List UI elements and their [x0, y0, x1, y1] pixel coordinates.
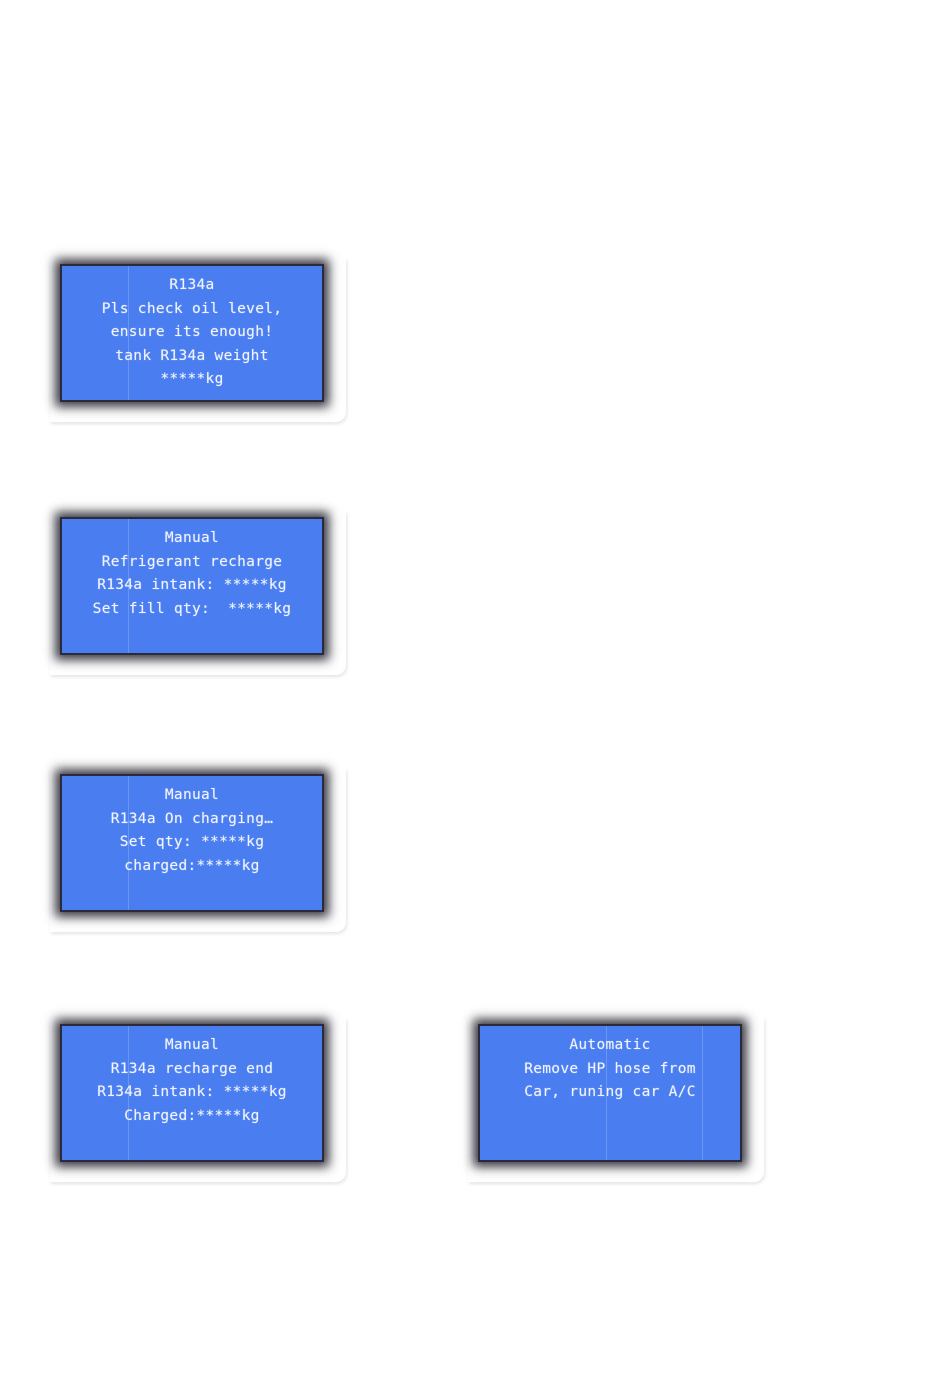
lcd-line: Automatic: [569, 1037, 651, 1053]
lcd-grid-line: [606, 1026, 607, 1160]
lcd-line: Refrigerant recharge: [101, 553, 283, 570]
lcd-grid-line: [128, 266, 129, 400]
lcd-text-block: Manual Refrigerant recharge R134a intank…: [62, 527, 322, 621]
lcd-line: R134a On charging…: [110, 810, 274, 827]
lcd-panel-oil-check: R134a Pls check oil level, ensure its en…: [50, 258, 346, 422]
lcd-line: Manual: [164, 530, 220, 546]
lcd-line: Car, runing car A/C: [524, 1084, 696, 1100]
lcd-screen: Manual Refrigerant recharge R134a intank…: [60, 517, 324, 655]
lcd-line: R134a recharge end: [110, 1060, 274, 1077]
lcd-screen: Automatic Remove HP hose from Car, runin…: [478, 1024, 742, 1162]
lcd-grid-line: [128, 519, 129, 653]
lcd-panel-manual-recharge-end: Manual R134a recharge end R134a intank: …: [50, 1018, 346, 1182]
lcd-line: ensure its enough!: [110, 324, 274, 340]
lcd-text-block: Manual R134a On charging… Set qty: *****…: [62, 784, 322, 878]
lcd-line: Set qty: *****kg: [119, 834, 265, 850]
lcd-text-block: Automatic Remove HP hose from Car, runin…: [480, 1034, 740, 1105]
lcd-screen: Manual R134a On charging… Set qty: *****…: [60, 774, 324, 912]
lcd-panel-manual-recharge: Manual Refrigerant recharge R134a intank…: [50, 511, 346, 675]
lcd-grid-line: [128, 1026, 129, 1160]
lcd-line: Manual: [164, 787, 220, 803]
lcd-text-block: R134a Pls check oil level, ensure its en…: [62, 274, 322, 392]
lcd-line: *****kg: [160, 371, 224, 387]
lcd-grid-line: [702, 1026, 703, 1160]
lcd-screen: Manual R134a recharge end R134a intank: …: [60, 1024, 324, 1162]
lcd-line: Remove HP hose from: [524, 1060, 696, 1077]
lcd-line: charged:*****kg: [124, 857, 260, 874]
lcd-line: R134a: [169, 277, 215, 293]
lcd-line: Pls check oil level,: [101, 300, 283, 317]
lcd-line: Charged:*****kg: [124, 1107, 260, 1124]
lcd-line: tank R134a weight: [115, 347, 269, 364]
lcd-line: R134a intank: *****kg: [97, 577, 287, 593]
lcd-panel-automatic: Automatic Remove HP hose from Car, runin…: [468, 1018, 764, 1182]
lcd-line: R134a intank: *****kg: [97, 1084, 287, 1100]
lcd-screen: R134a Pls check oil level, ensure its en…: [60, 264, 324, 402]
lcd-line: Manual: [164, 1037, 220, 1053]
lcd-line: Set fill qty: *****kg: [92, 600, 292, 617]
lcd-text-block: Manual R134a recharge end R134a intank: …: [62, 1034, 322, 1128]
lcd-grid-line: [128, 776, 129, 910]
lcd-panel-manual-charging: Manual R134a On charging… Set qty: *****…: [50, 768, 346, 932]
